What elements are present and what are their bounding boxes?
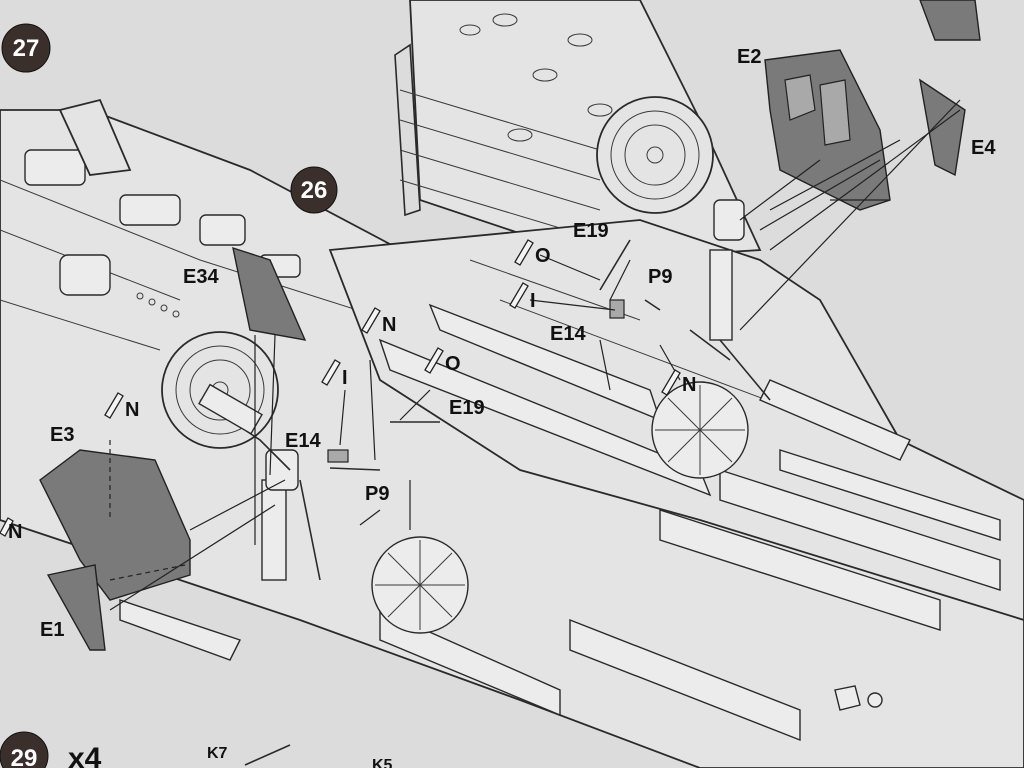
part-P9-mid	[329, 467, 381, 471]
weapon-pylons	[119, 303, 1001, 742]
label-O-mid: O	[445, 353, 461, 375]
label-K7: K7	[207, 745, 228, 762]
wheel-well-right	[651, 381, 749, 479]
label-P9-top: P9	[648, 266, 672, 288]
step-29-label: 29	[11, 745, 38, 768]
step-27-label: 27	[13, 35, 40, 62]
gear-leg-left	[198, 383, 321, 581]
label-N-left: N	[125, 399, 139, 421]
part-P9-top	[644, 299, 661, 311]
label-I-mid: I	[342, 367, 348, 389]
label-E34: E34	[183, 266, 219, 288]
part-E4-door	[919, 78, 966, 177]
part-E14-mid	[327, 449, 349, 463]
gear-leg-right	[689, 199, 771, 401]
label-E4: E4	[971, 137, 996, 159]
multiplier-label: x4	[68, 742, 102, 768]
label-K5: K5	[372, 757, 393, 768]
part-top-right	[919, 0, 981, 41]
label-E2: E2	[737, 46, 761, 68]
part-K7	[244, 744, 291, 766]
label-E14-top: E14	[550, 323, 586, 345]
step-number-badge: 26	[290, 166, 338, 214]
label-E19-mid: E19	[449, 397, 485, 419]
main-wheel-upper	[596, 96, 714, 214]
wheel-well-left	[371, 536, 469, 634]
label-O-top: O	[535, 245, 551, 267]
part-E34-door	[232, 246, 307, 341]
label-N-edge: N	[8, 521, 22, 543]
label-P9-mid: P9	[365, 483, 389, 505]
step-number-badge: 29	[0, 731, 49, 768]
part-E14-top	[609, 299, 625, 319]
step-26-label: 26	[301, 177, 328, 204]
label-E3: E3	[50, 424, 74, 446]
part-E19-rod-top	[599, 239, 631, 291]
blade-antenna	[58, 98, 132, 176]
label-N-mid: N	[382, 314, 396, 336]
step-number-badge: 27	[1, 23, 51, 73]
paint-brush-icon	[0, 239, 681, 537]
label-N-top: N	[682, 374, 696, 396]
label-E14-mid: E14	[285, 430, 321, 452]
assembly-arrow	[109, 99, 961, 611]
label-E19-top: E19	[573, 220, 609, 242]
part-E1-door	[46, 564, 106, 651]
label-I-top: I	[530, 290, 536, 312]
label-E1: E1	[40, 619, 64, 641]
